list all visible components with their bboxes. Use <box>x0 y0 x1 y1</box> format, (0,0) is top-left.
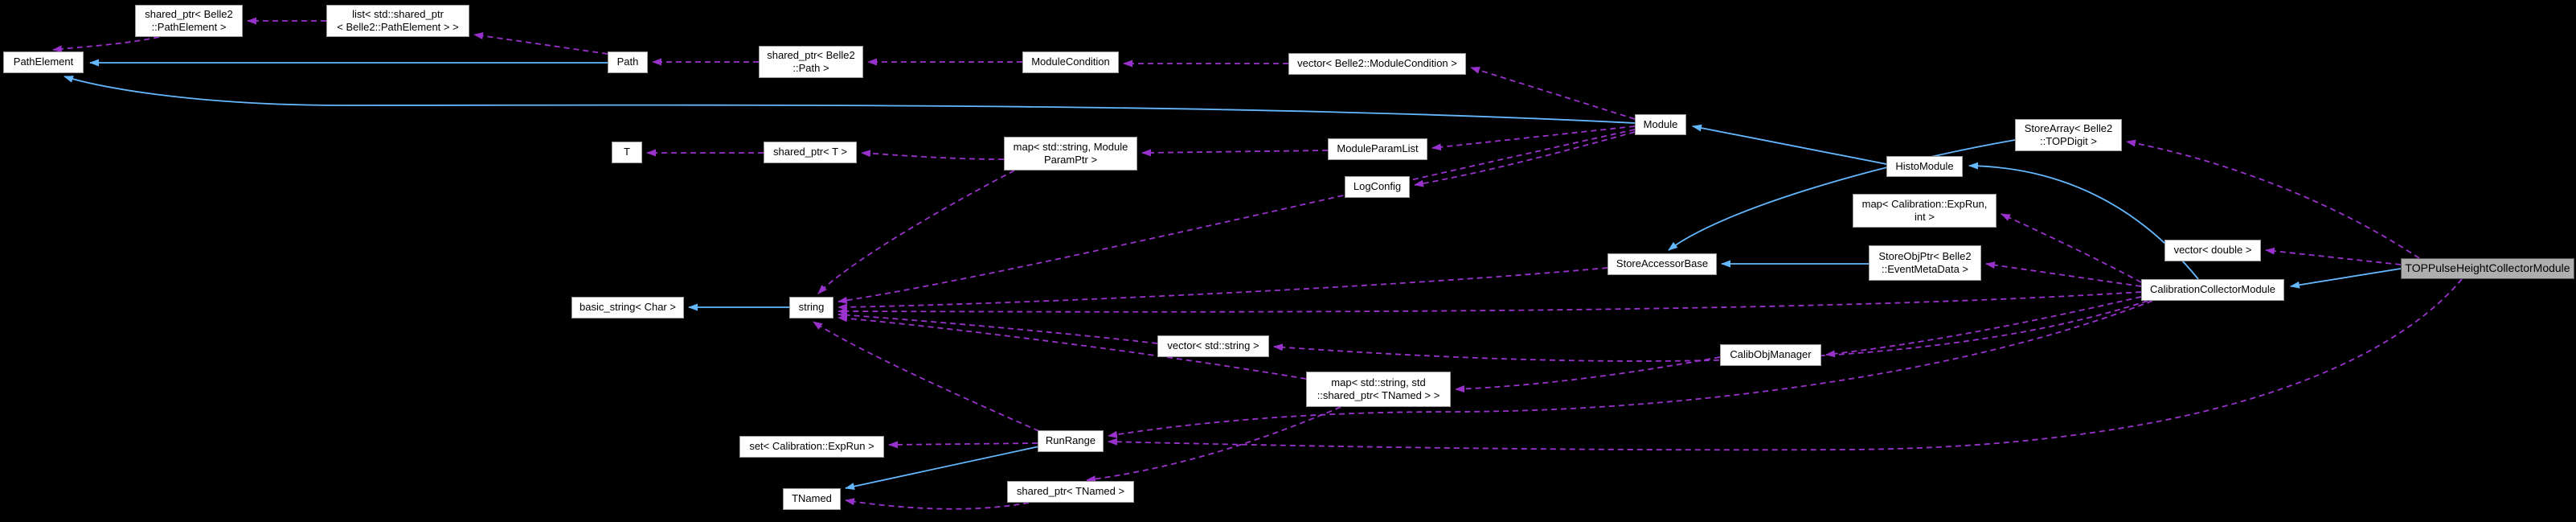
node-sp_pathelement[interactable]: shared_ptr< Belle2 ::PathElement > <box>135 5 243 37</box>
edge-histomodule-to-module <box>1692 124 1887 165</box>
edge-runrange-to-exprun_set <box>888 441 1038 449</box>
node-top_module[interactable]: TOPPulseHeightCollectorModule <box>2401 258 2574 279</box>
node-basic_string[interactable]: basic_string< Char > <box>571 297 684 319</box>
edge-top_module-to-vector_double <box>2265 247 2402 265</box>
edge-storearray-to-storeaccessorbase <box>1668 139 2016 251</box>
edge-runrange-to-string <box>813 321 1040 432</box>
edge-top_module-to-storearray <box>2126 139 2420 259</box>
node-calibcollector[interactable]: CalibrationCollectorModule <box>2141 279 2284 301</box>
node-sp_t[interactable]: shared_ptr< T > <box>764 142 857 163</box>
node-list_pathelement[interactable]: list< std::shared_ptr < Belle2::PathElem… <box>326 5 469 37</box>
node-histomodule[interactable]: HistoModule <box>1886 156 1963 177</box>
node-path[interactable]: Path <box>608 51 648 73</box>
edge-tnamed_sp-to-tnamed <box>845 498 1030 510</box>
node-pathelement[interactable]: PathElement <box>3 51 84 73</box>
node-storearray[interactable]: StoreArray< Belle2 ::TOPDigit > <box>2015 119 2122 151</box>
node-param_map[interactable]: map< std::string, Module ParamPtr > <box>1004 137 1137 171</box>
edge-vector_string-to-string <box>838 311 1158 344</box>
node-tnamed_map[interactable]: map< std::string, std ::shared_ptr< TNam… <box>1306 372 1451 407</box>
node-calibobjmanager[interactable]: CalibObjManager <box>1720 344 1821 366</box>
edge-module-to-logconfig <box>1414 131 1636 187</box>
node-logconfig[interactable]: LogConfig <box>1345 176 1410 198</box>
edge-calibcollector-to-exprun_map <box>2001 213 2142 283</box>
node-moduleparamlist[interactable]: ModuleParamList <box>1328 138 1427 160</box>
edge-calibcollector-to-string <box>838 291 2142 315</box>
edge-sp_pathelement-to-pathelement <box>52 36 160 53</box>
node-storeobjptr[interactable]: StoreObjPtr< Belle2 ::EventMetaData > <box>1869 245 1981 281</box>
edge-tnamed_map-to-tnamed_sp <box>1086 406 1341 483</box>
edge-calibcollector-to-vector_string <box>1273 300 2148 362</box>
node-tnamed_sp[interactable]: shared_ptr< TNamed > <box>1007 481 1134 503</box>
edge-path-to-list_pathelement <box>473 32 608 55</box>
node-string[interactable]: string <box>789 297 833 319</box>
node-exprun_map[interactable]: map< Calibration::ExpRun, int > <box>1853 194 1997 228</box>
edge-storeaccessorbase-to-string <box>838 267 1608 311</box>
node-sp_path[interactable]: shared_ptr< Belle2 ::Path > <box>759 46 863 78</box>
edge-calibcollector-to-runrange <box>1108 300 2153 438</box>
edge-top_module-to-calibcollector <box>2290 268 2402 289</box>
node-module[interactable]: Module <box>1635 114 1686 135</box>
edge-param_map-to-string <box>817 170 1015 294</box>
edge-calibobjmanager-to-tnamed_map <box>1455 356 1721 393</box>
node-vector_double[interactable]: vector< double > <box>2164 240 2261 261</box>
edge-calibcollector-to-storeobjptr <box>1985 261 2142 287</box>
node-storeaccessorbase[interactable]: StoreAccessorBase <box>1607 253 1717 275</box>
edge-top_module-to-runrange <box>1108 278 2463 451</box>
edge-moduleparamlist-to-param_map <box>1141 149 1329 157</box>
node-runrange[interactable]: RunRange <box>1038 430 1104 452</box>
node-vector_string[interactable]: vector< std::string > <box>1157 335 1269 357</box>
edge-module-to-vec_modulecondition <box>1470 66 1636 120</box>
edge-runrange-to-tnamed <box>845 446 1040 491</box>
edge-param_map-to-sp_t <box>861 150 1005 160</box>
node-modulecondition[interactable]: ModuleCondition <box>1022 51 1119 73</box>
edge-module-to-pathelement <box>63 76 1636 124</box>
edge-calibcollector-to-calibobjmanager <box>1825 296 2142 358</box>
edge-tnamed_map-to-string <box>838 314 1307 380</box>
edge-module-to-string <box>838 129 1636 304</box>
node-vec_modulecondition[interactable]: vector< Belle2::ModuleCondition > <box>1288 53 1466 75</box>
node-tnamed[interactable]: TNamed <box>783 488 841 510</box>
node-exprun_set[interactable]: set< Calibration::ExpRun > <box>739 436 884 458</box>
node-t[interactable]: T <box>612 142 642 163</box>
edge-module-to-moduleparamlist <box>1431 125 1636 151</box>
edge-calibcollector-to-histomodule <box>1968 162 2199 280</box>
